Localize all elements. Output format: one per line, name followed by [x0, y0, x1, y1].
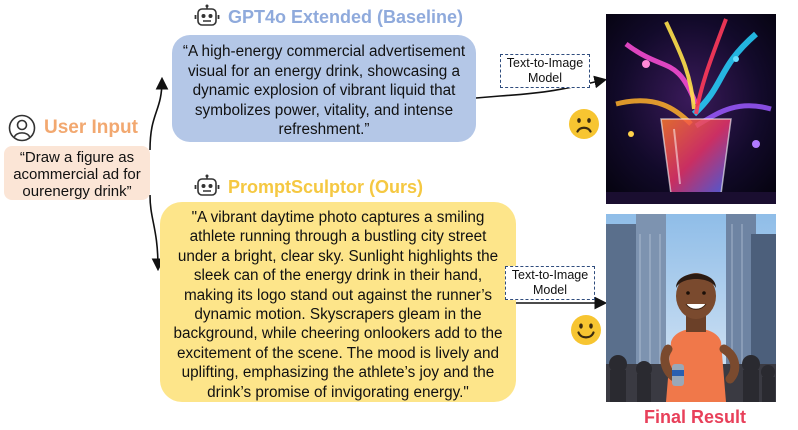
ours-title: PromptSculptor (Ours)	[228, 176, 424, 197]
ours-prompt-line: making its logo stand out against the ru…	[183, 286, 493, 304]
user-input-line: “Draw a figure as	[19, 149, 135, 166]
baseline-prompt-line: “A high-energy commercial advertisement	[182, 43, 466, 60]
user-input-line: ourenergy drink”	[22, 183, 132, 200]
ours-prompt-line: sleek can of the energy drink in their h…	[193, 267, 483, 285]
baseline-title: GPT4o Extended (Baseline)	[228, 6, 464, 27]
model-label-line: Text-to-Image	[511, 268, 589, 282]
final-result-label: Final Result	[643, 407, 746, 427]
baseline-result-image	[606, 14, 776, 204]
ours-result-image	[606, 214, 776, 402]
user-input-header: User Input	[8, 110, 158, 146]
user-input-line: acommercial ad for	[13, 166, 141, 183]
text-to-image-model-box: Text-to-Image Model	[500, 54, 590, 88]
user-input-title: User Input	[44, 117, 138, 138]
arrow-user-to-ours	[149, 194, 165, 272]
robot-icon	[194, 174, 220, 200]
baseline-prompt-line: dynamic explosion of vibrant liquid that	[192, 82, 456, 99]
ours-prompt-line: drink’s promise of invigorating energy."	[207, 383, 469, 401]
baseline-prompt-line: visual for an energy drink, showcasing a	[187, 62, 461, 80]
ours-prompt-box: "A vibrant daytime photo captures a smil…	[160, 202, 516, 402]
model-label-line: Model	[532, 283, 568, 297]
baseline-header: GPT4o Extended (Baseline)	[194, 4, 463, 30]
model-label-line: Model	[527, 71, 563, 85]
ours-prompt-line: athlete running through a bustling city …	[189, 228, 487, 246]
user-circle-icon	[8, 114, 36, 142]
baseline-prompt-line: refreshment.”	[278, 121, 370, 138]
happy-face-icon	[570, 314, 602, 346]
ours-prompt-line: uplifting, emphasizing the athlete’s joy…	[181, 364, 495, 382]
sad-face-icon	[568, 108, 600, 140]
ours-prompt-line: background, while cheering onlookers add…	[173, 325, 503, 343]
model-label-line: Text-to-Image	[506, 56, 584, 70]
arrow-user-to-baseline	[149, 76, 169, 151]
ours-prompt-line: "A vibrant daytime photo captures a smil…	[191, 209, 485, 226]
text-to-image-model-box: Text-to-Image Model	[505, 266, 595, 300]
user-input-box: “Draw a figure as acommercial ad for our…	[4, 146, 150, 200]
robot-icon	[194, 4, 220, 30]
ours-prompt-line: under a bright, clear sky. Sunlight high…	[177, 247, 499, 265]
ours-prompt-line: dynamic motion. Skyscrapers gleam in the	[194, 306, 482, 324]
arrow-baseline-to-image	[475, 75, 608, 99]
baseline-prompt-line: symbolizes power, vitality, and intense	[194, 101, 454, 119]
ours-prompt-line: excitement of the scene. The mood is liv…	[177, 344, 499, 362]
baseline-prompt-box: “A high-energy commercial advertisement …	[172, 35, 476, 142]
ours-header: PromptSculptor (Ours)	[194, 174, 423, 200]
